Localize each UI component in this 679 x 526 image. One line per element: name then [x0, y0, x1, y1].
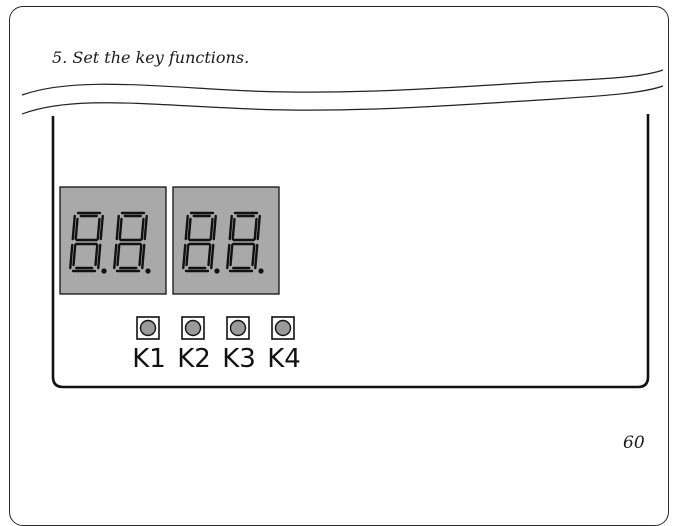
controller-diagram: K1 K2 K3 K4	[21, 69, 664, 389]
digits-layer	[69, 211, 264, 274]
key-label: K2	[177, 344, 211, 374]
page-number: 60	[623, 433, 645, 453]
decimal-point	[145, 268, 151, 274]
seven-segment-digit	[226, 211, 264, 274]
key-k3[interactable]: K3	[222, 316, 256, 374]
key-k2[interactable]: K2	[177, 316, 211, 374]
key-label: K3	[222, 344, 256, 374]
seven-segment-digit	[69, 211, 107, 274]
seven-segment-digit	[113, 211, 151, 274]
break-line-top	[21, 69, 664, 96]
key-k1[interactable]: K1	[132, 316, 166, 374]
push-button-cap	[139, 319, 157, 337]
step-instruction: 5. Set the key functions.	[52, 48, 250, 67]
break-line-bottom	[21, 85, 664, 115]
decimal-point	[214, 268, 220, 274]
key-k4[interactable]: K4	[267, 316, 301, 374]
key-label: K1	[132, 344, 166, 374]
push-button-cap	[229, 319, 247, 337]
decimal-point	[258, 268, 264, 274]
keys-layer: K1 K2 K3 K4	[132, 316, 301, 374]
push-button-cap	[274, 319, 292, 337]
key-label: K4	[267, 344, 301, 374]
seven-segment-digit	[182, 211, 220, 274]
decimal-point	[101, 268, 107, 274]
board-outline	[51, 114, 650, 389]
push-button-cap	[184, 319, 202, 337]
